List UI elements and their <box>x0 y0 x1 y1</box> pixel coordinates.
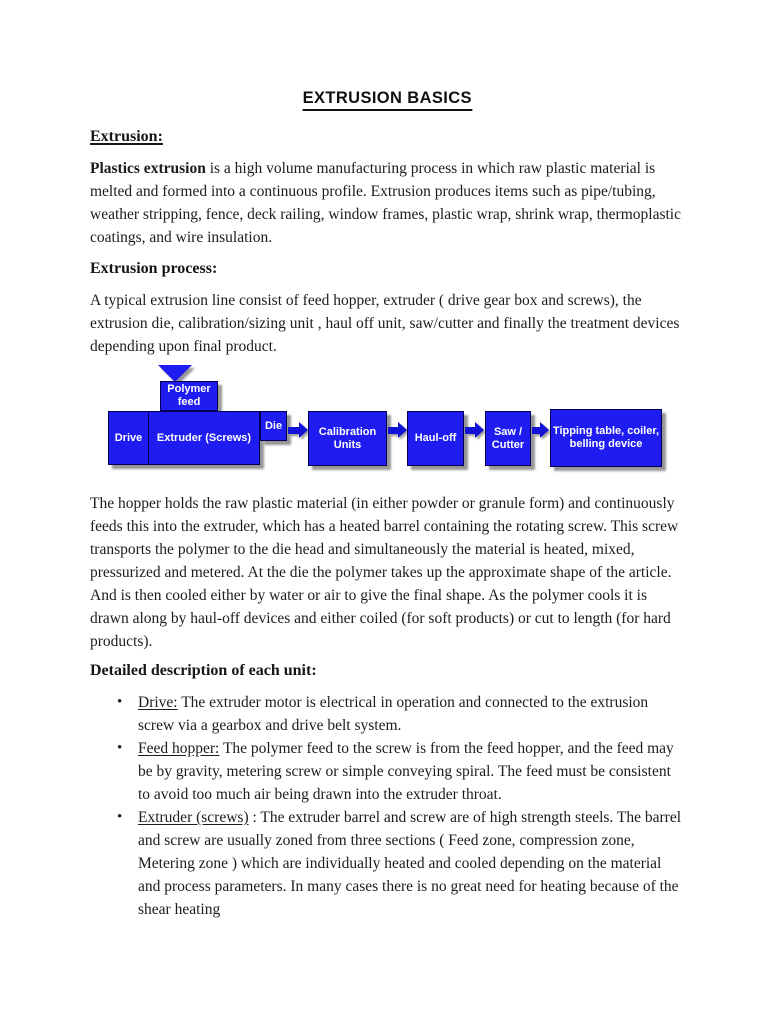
diagram-box-saw-cutter: Saw / Cutter <box>485 411 531 466</box>
paragraph-process: A typical extrusion line consist of feed… <box>90 292 680 355</box>
flow-arrow-icon <box>388 422 407 439</box>
paragraph-intro: Plastics extrusion is a high volume manu… <box>90 157 684 249</box>
paragraph-hopper: The hopper holds the raw plastic materia… <box>90 495 679 650</box>
bullet-term: Drive: <box>138 694 178 711</box>
bullet-text: The extruder motor is electrical in oper… <box>138 694 649 734</box>
intro-text: is a high volume manufacturing process i… <box>90 160 681 246</box>
flow-arrow-icon <box>532 422 549 439</box>
page-title: EXTRUSION BASICS <box>90 88 684 111</box>
diagram-box-die: Die <box>260 411 287 441</box>
extrusion-line-diagram: Polymer feed Drive Extruder (Screws) Die… <box>90 365 684 481</box>
hopper-funnel-shape <box>158 365 192 382</box>
list-item-extruder-screws: Extruder (screws) : The extruder barrel … <box>117 806 684 921</box>
diagram-segment-drive: Drive <box>109 412 149 464</box>
bullet-term: Extruder (screws) <box>138 809 249 826</box>
unit-description-list: Drive: The extruder motor is electrical … <box>90 691 684 921</box>
diagram-box-haul-off: Haul-off <box>407 411 464 466</box>
section-heading-extrusion: Extrusion: <box>90 128 163 145</box>
section-heading-process: Extrusion process: <box>90 260 218 277</box>
diagram-box-drive-extruder: Drive Extruder (Screws) <box>108 411 260 465</box>
diagram-segment-extruder: Extruder (Screws) <box>156 431 252 444</box>
section-heading-detail: Detailed description of each unit: <box>90 662 317 679</box>
flow-arrow-icon <box>465 422 484 439</box>
flow-arrow-icon <box>288 422 308 439</box>
document-content: EXTRUSION BASICS Extrusion: Plastics ext… <box>90 88 684 921</box>
list-item-drive: Drive: The extruder motor is electrical … <box>117 691 684 737</box>
list-item-feed-hopper: Feed hopper: The polymer feed to the scr… <box>117 737 684 806</box>
diagram-box-tipping-table: Tipping table, coiler, belling device <box>550 409 662 467</box>
intro-bold-lead: Plastics extrusion <box>90 160 206 177</box>
bullet-text: : The extruder barrel and screw are of h… <box>138 809 682 918</box>
page-title-text: EXTRUSION BASICS <box>302 88 472 111</box>
bullet-term: Feed hopper: <box>138 740 220 757</box>
bullet-text: The polymer feed to the screw is from th… <box>138 740 674 803</box>
diagram-box-polymer-feed: Polymer feed <box>160 381 218 411</box>
diagram-box-calibration-units: Calibration Units <box>308 411 387 466</box>
